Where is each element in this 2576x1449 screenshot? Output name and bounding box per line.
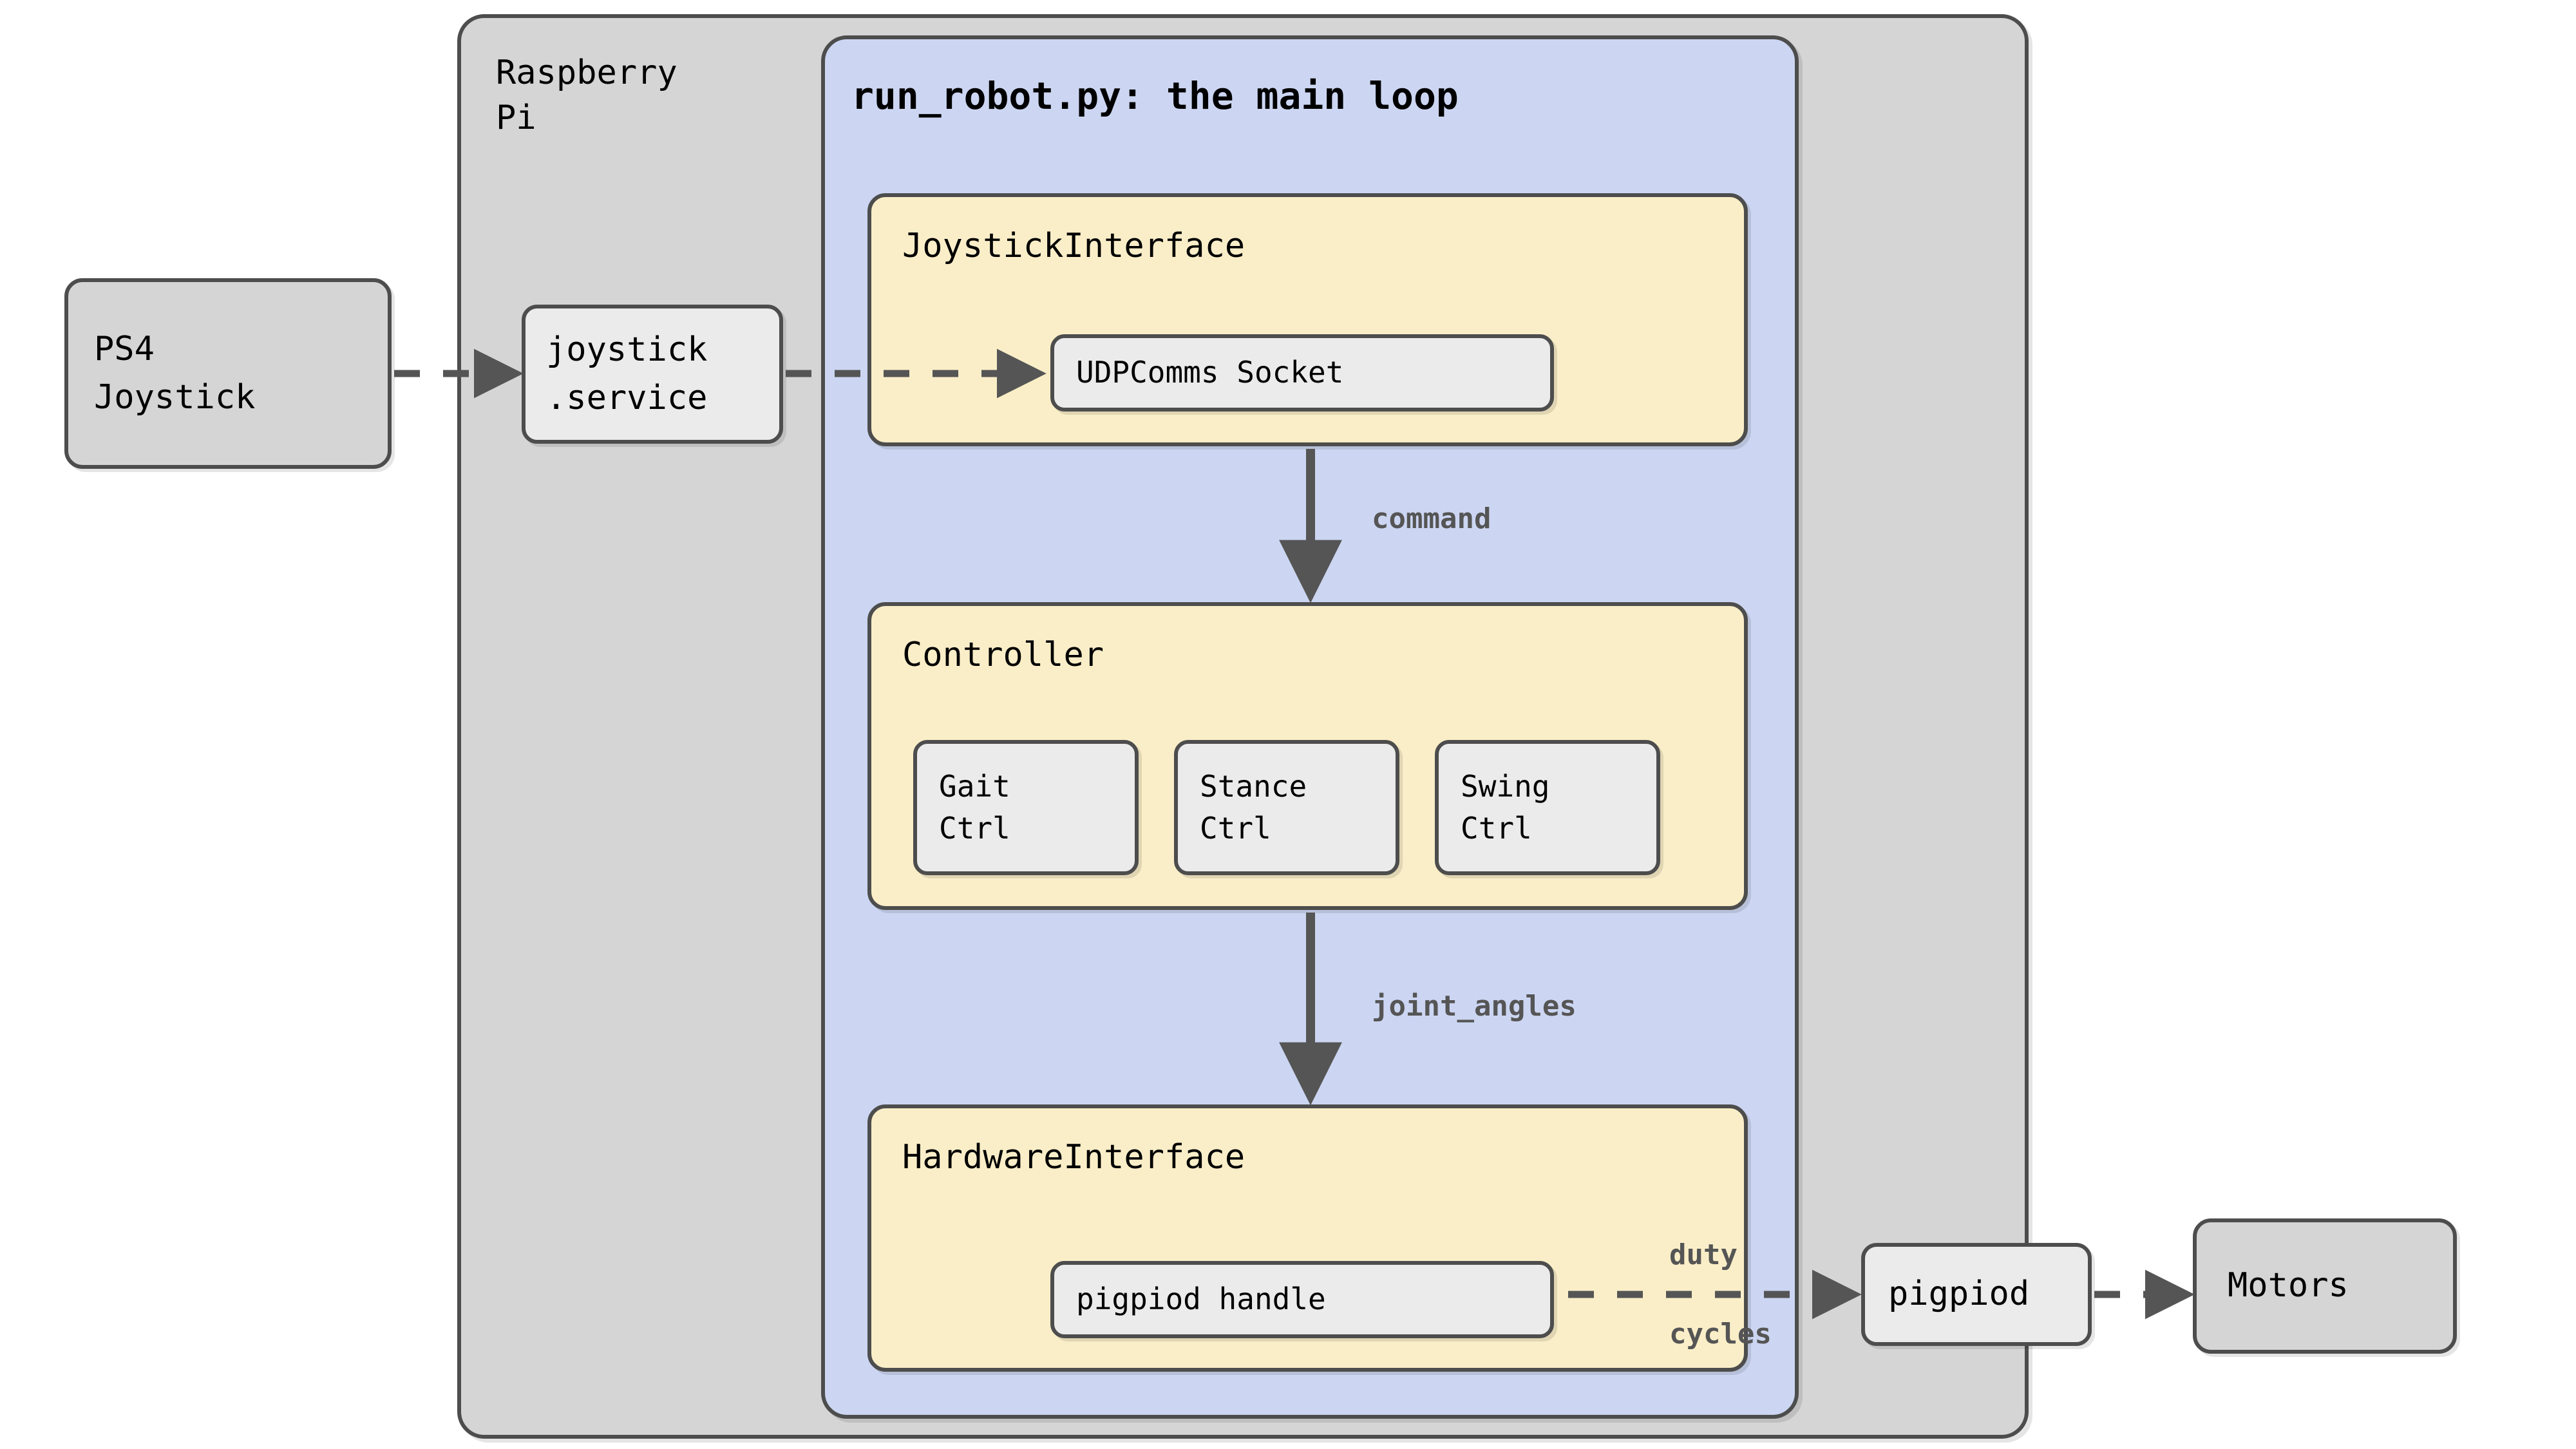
- subnode-gait-ctrl[interactable]: Gait Ctrl: [913, 740, 1139, 875]
- subnode-stance-ctrl-line2: Ctrl: [1200, 811, 1271, 846]
- edge-label-joint-angles: joint_angles: [1372, 990, 1577, 1023]
- subnode-swing-ctrl[interactable]: Swing Ctrl: [1435, 740, 1660, 875]
- subnode-udpcomms-socket[interactable]: UDPComms Socket: [1050, 334, 1554, 412]
- component-controller[interactable]: Controller Gait Ctrl Stance Ctrl Swing C…: [867, 602, 1748, 910]
- node-ps4-joystick-line2: Joystick: [94, 378, 256, 417]
- subnode-pigpiod-handle-line1: pigpiod handle: [1076, 1282, 1326, 1317]
- component-joystick-interface[interactable]: JoystickInterface UDPComms Socket: [867, 193, 1748, 446]
- node-motors[interactable]: Motors: [2193, 1218, 2457, 1354]
- node-ps4-joystick[interactable]: PS4 Joystick: [64, 278, 392, 469]
- component-controller-title: Controller: [902, 636, 1104, 674]
- component-joystick-interface-title: JoystickInterface: [902, 227, 1245, 265]
- group-raspberry-pi-label-line1: Raspberry: [496, 53, 677, 92]
- node-pigpiod[interactable]: pigpiod: [1861, 1243, 2092, 1346]
- subnode-stance-ctrl-line1: Stance: [1200, 768, 1307, 804]
- group-raspberry-pi-label-line2: Pi: [496, 99, 536, 138]
- edge-label-duty-cycles-line2: cycles: [1669, 1317, 1772, 1350]
- subnode-swing-ctrl-line2: Ctrl: [1461, 811, 1532, 846]
- subnode-swing-ctrl-line1: Swing: [1461, 768, 1550, 804]
- edge-label-duty-cycles: duty cycles: [1601, 1195, 1772, 1394]
- node-motors-line1: Motors: [2228, 1266, 2349, 1305]
- subnode-pigpiod-handle[interactable]: pigpiod handle: [1050, 1261, 1554, 1338]
- node-joystick-service-line1: joystick: [546, 330, 708, 369]
- node-pigpiod-line1: pigpiod: [1888, 1274, 2030, 1314]
- node-ps4-joystick-line1: PS4: [94, 329, 155, 368]
- subnode-gait-ctrl-line2: Ctrl: [939, 811, 1010, 846]
- subnode-udpcomms-socket-line1: UDPComms Socket: [1076, 355, 1344, 390]
- subnode-stance-ctrl[interactable]: Stance Ctrl: [1174, 740, 1399, 875]
- node-joystick-service[interactable]: joystick .service: [522, 305, 783, 444]
- edge-label-duty-cycles-line1: duty: [1669, 1238, 1738, 1271]
- edge-label-command: command: [1372, 502, 1492, 535]
- main-loop-title: run_robot.py: the main loop: [851, 74, 1459, 118]
- component-hardware-interface[interactable]: HardwareInterface pigpiod handle: [867, 1104, 1748, 1372]
- subnode-gait-ctrl-line1: Gait: [939, 768, 1010, 804]
- component-hardware-interface-title: HardwareInterface: [902, 1138, 1245, 1177]
- node-joystick-service-line2: .service: [546, 379, 708, 417]
